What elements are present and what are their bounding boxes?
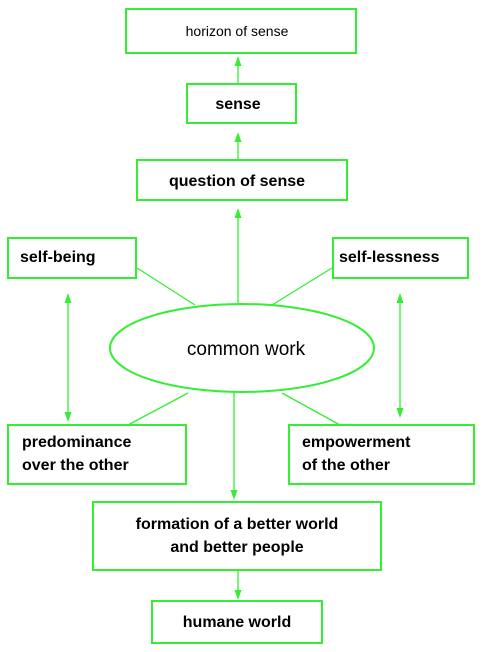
connector-lines bbox=[127, 267, 341, 426]
node-label-empowerment-line-2: of the other bbox=[302, 457, 390, 474]
node-self-being: self-being bbox=[7, 237, 137, 279]
connector-predominance-to-common-work bbox=[127, 392, 189, 426]
arrowhead-up-horizon bbox=[234, 56, 242, 66]
node-formation: formation of a better world and better p… bbox=[92, 501, 382, 571]
arrow-edges bbox=[64, 56, 404, 600]
node-label-formation-line-1: formation of a better world bbox=[136, 516, 339, 533]
arrowhead-up-sense bbox=[234, 132, 242, 142]
node-label-horizon-of-sense: horizon of sense bbox=[186, 23, 289, 39]
arrowhead-down-humane bbox=[234, 590, 242, 600]
arrowhead-down-formation bbox=[230, 490, 238, 500]
node-sense: sense bbox=[186, 83, 297, 124]
node-label-common-work: common work bbox=[187, 339, 306, 360]
node-empowerment: empowerment of the other bbox=[288, 424, 475, 485]
arrowhead-down-predominance bbox=[64, 412, 72, 422]
node-label-formation-line-2: and better people bbox=[170, 539, 303, 556]
node-label-humane-world: humane world bbox=[183, 614, 291, 631]
arrowhead-up-question bbox=[234, 208, 242, 218]
node-common-work: common work bbox=[109, 303, 375, 393]
arrowhead-up-self-lessness bbox=[396, 293, 404, 303]
node-self-lessness: self-lessness bbox=[332, 237, 469, 279]
arrowhead-down-empowerment bbox=[396, 408, 404, 418]
node-humane-world: humane world bbox=[151, 600, 323, 644]
node-label-self-lessness: self-lessness bbox=[339, 249, 440, 266]
node-horizon-of-sense: horizon of sense bbox=[125, 8, 357, 54]
arrowhead-up-self-being bbox=[64, 293, 72, 303]
node-label-predominance-line-2: over the other bbox=[22, 457, 129, 474]
node-label-self-being: self-being bbox=[20, 249, 96, 266]
connector-self-being-to-common-work bbox=[136, 267, 196, 306]
node-question-of-sense: question of sense bbox=[136, 159, 348, 201]
connector-self-lessness-to-common-work bbox=[271, 267, 333, 306]
connector-empowerment-to-common-work bbox=[281, 392, 341, 426]
node-label-predominance-line-1: predominance bbox=[22, 434, 131, 451]
node-label-question-of-sense: question of sense bbox=[169, 173, 305, 190]
node-predominance: predominance over the other bbox=[7, 424, 187, 485]
node-label-empowerment-line-1: empowerment bbox=[302, 434, 411, 451]
node-label-sense: sense bbox=[215, 96, 260, 113]
